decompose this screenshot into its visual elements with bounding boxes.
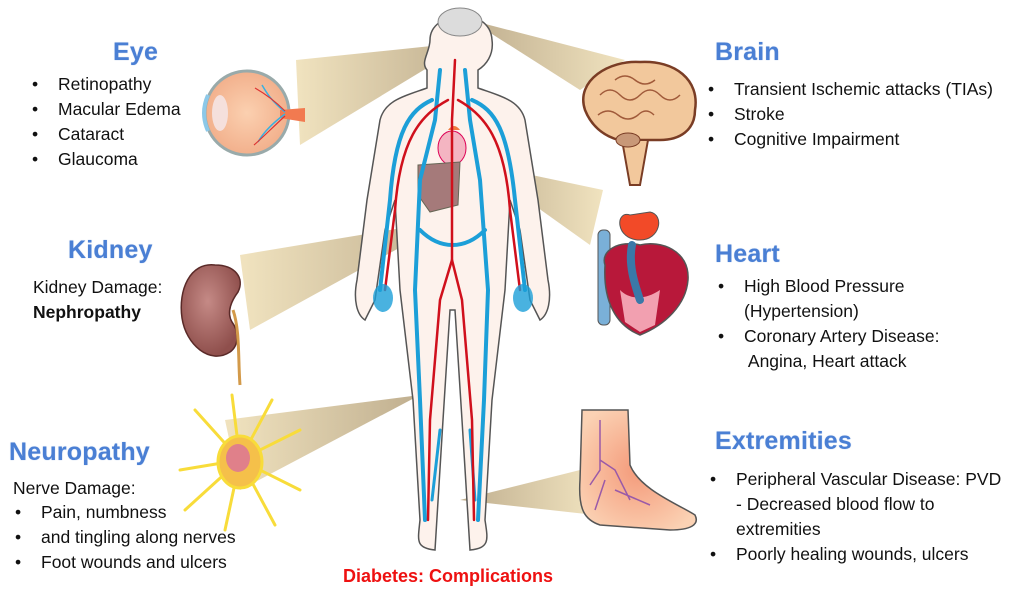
list-item-line: Poorly healing wounds, ulcers — [736, 544, 969, 564]
list-item-line: (Hypertension) — [744, 301, 859, 321]
list-item: High Blood Pressure (Hypertension) — [716, 274, 940, 324]
list-item: Macular Edema — [30, 97, 181, 122]
list-item: Transient Ischemic attacks (TIAs) — [706, 77, 993, 102]
list-item: Stroke — [706, 102, 993, 127]
figure-caption: Diabetes: Complications — [343, 566, 554, 586]
eye-illustration — [202, 69, 305, 157]
heart-illustration — [597, 211, 689, 336]
list-item: Foot wounds and ulcers — [13, 550, 236, 575]
heart-heading: Heart — [715, 240, 780, 268]
kidney-intro: Kidney Damage: — [33, 277, 163, 297]
list-item: and tingling along nerves — [13, 525, 236, 550]
list-item: Coronary Artery Disease: Angina, Heart a… — [716, 324, 940, 374]
brain-illustration — [582, 60, 697, 186]
list-item: Glaucoma — [30, 147, 181, 172]
list-item: Pain, numbness — [13, 500, 236, 525]
list-item-line: extremities — [736, 519, 821, 539]
list-item-line: Peripheral Vascular Disease: PVD — [736, 469, 1002, 489]
foot-illustration — [578, 409, 697, 531]
list-item: Cognitive Impairment — [706, 127, 993, 152]
list-item-line: High Blood Pressure — [744, 276, 905, 296]
list-item: Cataract — [30, 122, 181, 147]
kidney-emphasis: Nephropathy — [33, 302, 141, 322]
extremities-list: Peripheral Vascular Disease: PVD - Decre… — [708, 467, 1001, 567]
eye-heading: Eye — [113, 38, 159, 66]
neuropathy-intro: Nerve Damage: — [13, 478, 136, 498]
extremities-heading: Extremities — [715, 427, 852, 455]
kidney-heading: Kidney — [68, 236, 153, 264]
neuropathy-list: Pain, numbness and tingling along nerves… — [13, 500, 236, 575]
heart-list: High Blood Pressure (Hypertension) Coron… — [716, 274, 940, 374]
list-item: Retinopathy — [30, 72, 181, 97]
kidney-illustration — [180, 264, 242, 386]
list-item-line: - Decreased blood flow to — [736, 494, 935, 514]
human-circulatory-figure — [354, 7, 551, 551]
eye-list: Retinopathy Macular Edema Cataract Glauc… — [30, 72, 181, 172]
brain-list: Transient Ischemic attacks (TIAs) Stroke… — [706, 77, 993, 152]
list-item-line: Angina, Heart attack — [744, 351, 907, 371]
neuropathy-heading: Neuropathy — [9, 438, 150, 466]
brain-heading: Brain — [715, 38, 780, 66]
nerve-cell-illustration — [178, 393, 302, 532]
list-item: Poorly healing wounds, ulcers — [708, 542, 1001, 567]
list-item-line: Coronary Artery Disease: — [744, 326, 940, 346]
list-item: Peripheral Vascular Disease: PVD - Decre… — [708, 467, 1001, 542]
